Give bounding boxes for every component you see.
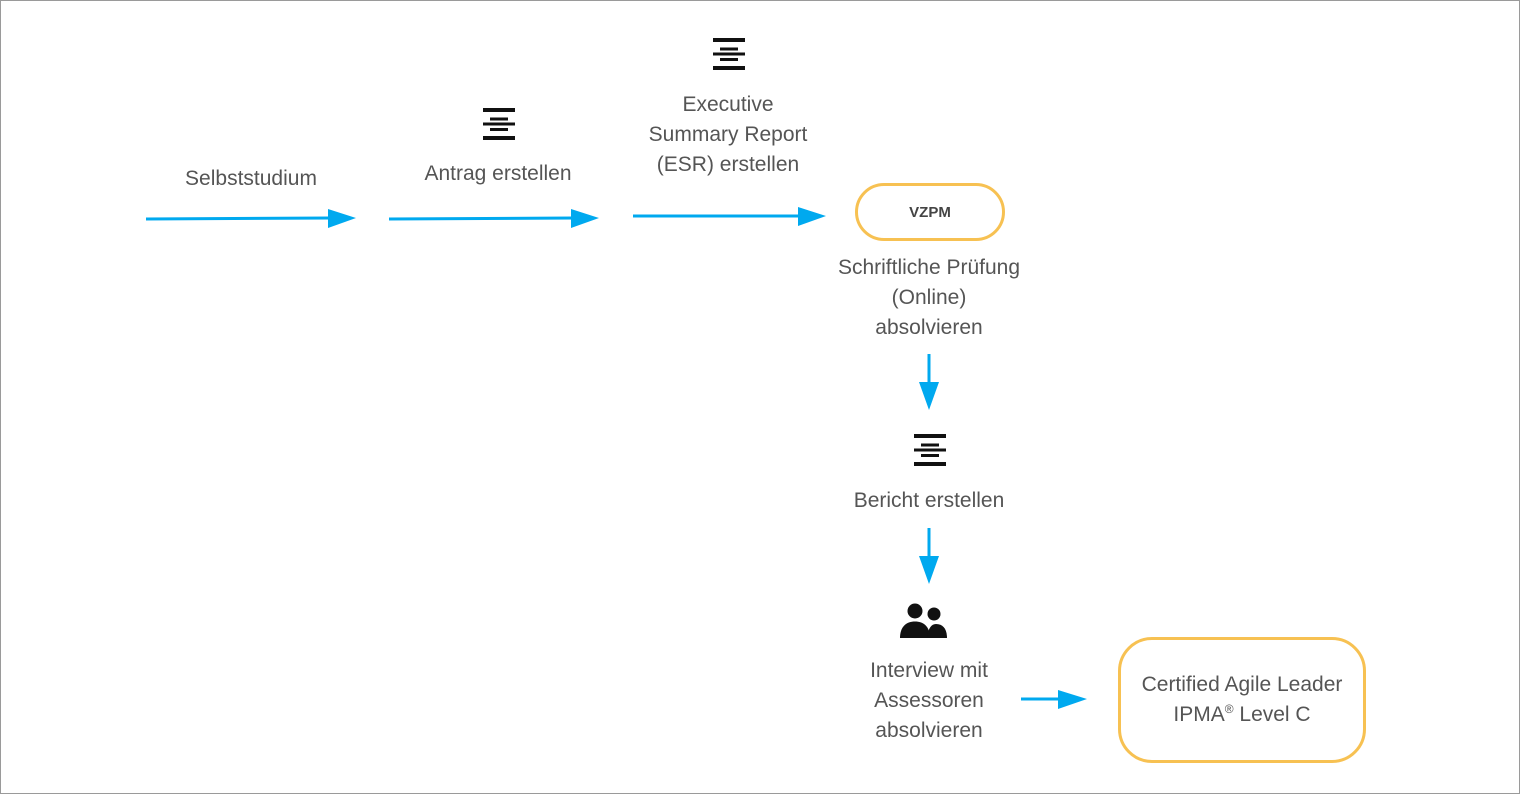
step-esr-label: Executive Summary Report (ESR) erstellen	[648, 93, 808, 176]
step-self-study-label: Selbststudium	[185, 167, 317, 190]
people-icon	[900, 603, 947, 638]
document-lines-icon	[713, 38, 745, 70]
step-interview-label: Interview mit Assessoren absolvieren	[870, 659, 988, 742]
arrow-down-icon	[919, 528, 939, 584]
document-lines-icon	[483, 108, 515, 140]
step-exam-label: Schriftliche Prüfung (Online) absolviere…	[837, 256, 1021, 339]
arrow-right-icon	[633, 207, 826, 226]
document-lines-icon	[914, 434, 946, 466]
arrow-right-icon	[145, 209, 356, 228]
arrow-right-icon	[1021, 690, 1087, 709]
vzpm-badge: VZPM	[855, 183, 1005, 241]
arrow-right-icon	[388, 209, 599, 228]
arrow-down-icon	[919, 354, 939, 410]
result-level: IPMA® Level C	[1173, 702, 1311, 726]
result-title: Certified Agile Leader	[1141, 673, 1343, 696]
step-report-label: Bericht erstellen	[853, 489, 1005, 512]
step-application-label: Antrag erstellen	[424, 162, 572, 185]
result-certificate-box: Certified Agile Leader IPMA® Level C	[1118, 637, 1366, 763]
